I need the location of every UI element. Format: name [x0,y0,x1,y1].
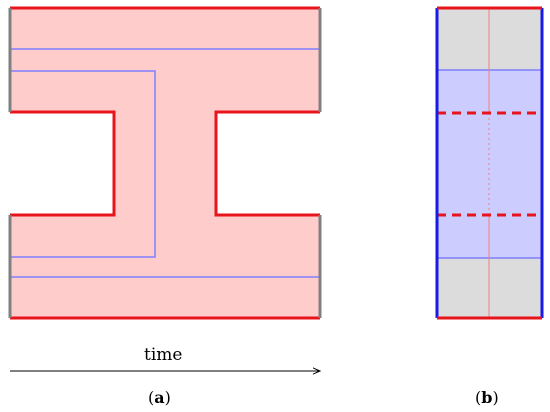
caption-a: (a) [148,388,171,407]
caption-b-open: ( [475,388,482,407]
caption-a-letter: a [154,388,165,407]
i-shape-region [10,8,320,318]
caption-b-letter: b [481,388,493,407]
red-boundary-upper-right [214,110,320,217]
panel-a [8,6,322,371]
caption-a-open: ( [148,388,155,407]
caption-b: (b) [475,388,499,407]
blue-slice-inner-path [10,70,156,258]
caption-b-close: ) [492,388,499,407]
panel-b [435,6,544,320]
red-boundary-upper-left [10,110,116,217]
time-axis-label: time [144,345,183,365]
caption-a-close: ) [164,388,171,407]
